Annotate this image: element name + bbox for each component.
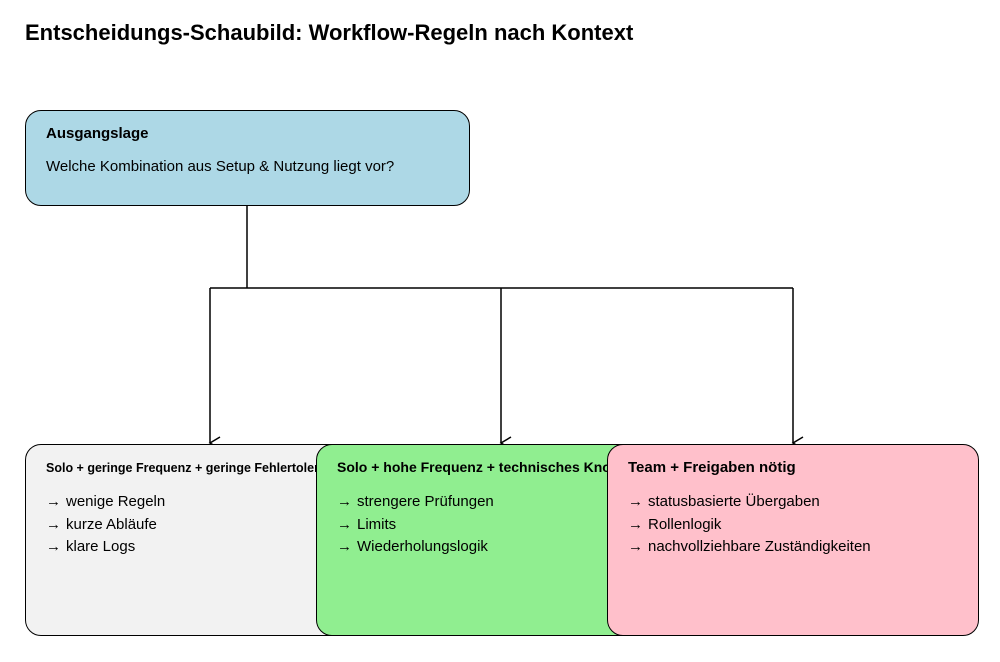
list-item: →statusbasierte Übergaben: [628, 491, 871, 514]
case-list: →wenige Regeln →kurze Abläufe →klare Log…: [46, 491, 165, 559]
start-box: Ausgangslage Welche Kombination aus Setu…: [25, 110, 470, 206]
list-item: →klare Logs: [46, 536, 165, 559]
arrow-right-icon: →: [337, 515, 352, 533]
case-heading: Solo + geringe Frequenz + geringe Fehler…: [46, 461, 340, 475]
case-box-team-approvals: Team + Freigaben nötig →statusbasierte Ü…: [607, 444, 979, 636]
arrow-right-icon: →: [46, 538, 61, 555]
arrow-right-icon: →: [337, 538, 352, 555]
list-item: →Limits: [337, 514, 494, 537]
start-heading: Ausgangslage: [46, 125, 149, 142]
case-list: →statusbasierte Übergaben →Rollenlogik →…: [628, 491, 871, 559]
arrow-right-icon: →: [628, 493, 643, 510]
page-title: Entscheidungs-Schaubild: Workflow-Regeln…: [25, 20, 634, 45]
arrow-right-icon: →: [46, 493, 61, 510]
list-item: →nachvollziehbare Zuständigkeiten: [628, 536, 871, 559]
case-heading: Team + Freigaben nötig: [628, 459, 796, 476]
start-question: Welche Kombination aus Setup & Nutzung l…: [46, 158, 395, 175]
list-item: →wenige Regeln: [46, 491, 165, 514]
list-item: →strengere Prüfungen: [337, 491, 494, 514]
list-item: →kurze Abläufe: [46, 514, 165, 537]
list-item: →Wiederholungslogik: [337, 536, 494, 559]
list-item: →Rollenlogik: [628, 514, 871, 537]
arrow-right-icon: →: [46, 515, 61, 533]
arrow-right-icon: →: [628, 515, 643, 533]
arrow-right-icon: →: [628, 538, 643, 555]
case-heading: Solo + hohe Frequenz + technisches Know-…: [337, 459, 655, 475]
arrow-right-icon: →: [337, 493, 352, 510]
case-list: →strengere Prüfungen →Limits →Wiederholu…: [337, 491, 494, 559]
